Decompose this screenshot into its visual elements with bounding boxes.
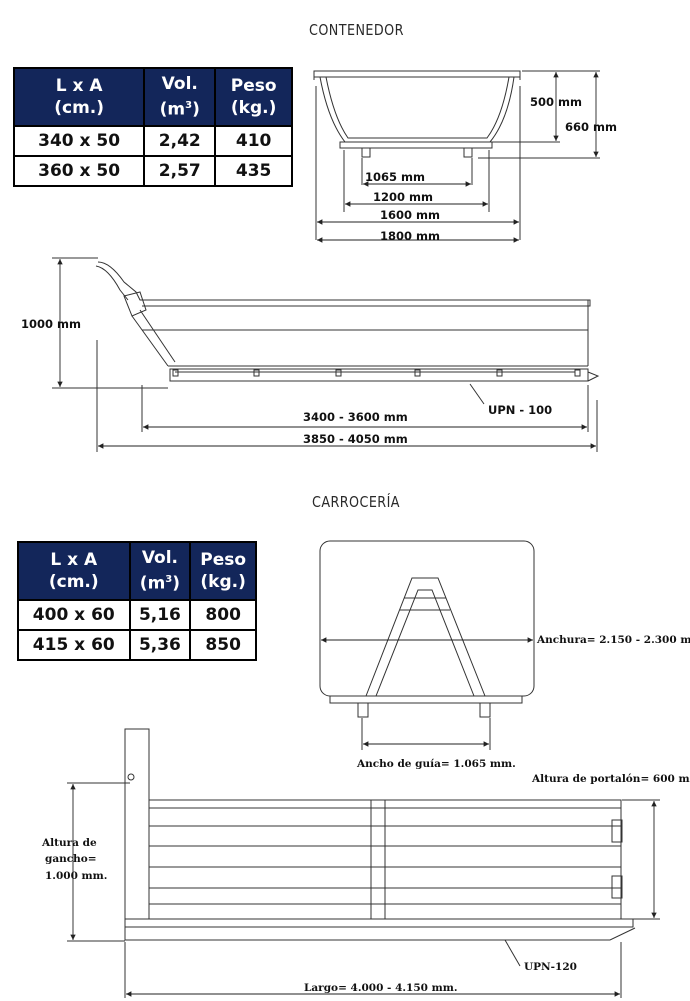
dimension-label-660: 660 mm	[565, 120, 617, 134]
leader-line-upn100	[469, 383, 485, 405]
column-header-volume: Vol.(m3)	[128, 541, 192, 601]
table-header-row: L x A(cm.) Vol.(m3) Peso(kg.)	[17, 541, 257, 601]
body-base-plate	[329, 695, 523, 704]
table-cell: 2,42	[143, 124, 217, 157]
container-base-plate	[339, 141, 493, 149]
guide-rail-left	[357, 702, 369, 718]
guide-rail-left	[361, 147, 371, 158]
altura-gancho-label-3: 1.000 mm.	[45, 870, 107, 882]
table-cell: 340 x 50	[12, 124, 146, 157]
table-row: 415 x 60 5,36 850	[17, 628, 257, 661]
carroceria-side-view: Altura de gancho= 1.000 mm. Altura de po…	[41, 728, 690, 998]
table-row: 360 x 50 2,57 435	[12, 154, 293, 187]
table-cell: 415 x 60	[17, 628, 131, 661]
upn100-rail	[169, 368, 589, 382]
hook-bracket	[123, 291, 147, 317]
table-cell: 400 x 60	[17, 598, 131, 631]
column-header-dimensions: L x A(cm.)	[17, 541, 131, 601]
dimension-label-3400-3600: 3400 - 3600 mm	[303, 410, 408, 424]
container-body-outline	[319, 76, 515, 143]
dimension-label-1800: 1800 mm	[380, 229, 440, 243]
container-front-slope	[131, 315, 169, 367]
anchura-label: Anchura= 2.150 - 2.300 mm.	[536, 634, 690, 646]
carroceria-title: CARROCERÍA	[312, 493, 400, 511]
table-cell: 800	[189, 598, 257, 631]
rail-support	[335, 369, 342, 377]
dimension-label-1600: 1600 mm	[380, 208, 440, 222]
table-row: 340 x 50 2,42 410	[12, 124, 293, 157]
dimension-label-1065: 1065 mm	[365, 170, 425, 184]
table-cell: 2,57	[143, 154, 217, 187]
upn100-label: UPN - 100	[488, 403, 552, 417]
container-inner-wall	[325, 76, 510, 139]
carroceria-spec-table: L x A(cm.) Vol.(m3) Peso(kg.) 400 x 60 5…	[17, 541, 257, 661]
carroceria-front-view: Anchura= 2.150 - 2.300 mm. Ancho de guía…	[319, 540, 690, 770]
rail-supports	[172, 369, 581, 377]
rail-support	[414, 369, 421, 377]
altura-gancho-label-1: Altura de	[41, 837, 97, 849]
column-header-weight: Peso(kg.)	[214, 67, 293, 127]
dimension-label-1200: 1200 mm	[373, 190, 433, 204]
dimension-label-500: 500 mm	[530, 95, 582, 109]
container-side-top	[97, 261, 591, 307]
column-header-weight: Peso(kg.)	[189, 541, 257, 601]
table-cell: 435	[214, 154, 293, 187]
dimension-label-1000: 1000 mm	[21, 317, 81, 331]
hook-frame-inner	[375, 589, 475, 697]
rail-support	[574, 369, 581, 377]
contenedor-side-view: 1000 mm 3400 - 3600 mm 3850 - 4050 mm UP…	[21, 257, 600, 452]
tailgate-hinge	[611, 875, 623, 899]
contenedor-spec-table: L x A(cm.) Vol.(m3) Peso(kg.) 340 x 50 2…	[12, 67, 293, 187]
dimension-label-3850-4050: 3850 - 4050 mm	[303, 432, 408, 446]
largo-label: Largo= 4.000 - 4.150 mm.	[304, 982, 457, 994]
leader-line-upn120	[504, 939, 521, 967]
column-header-dimensions: L x A(cm.)	[12, 67, 146, 127]
hook-eye	[127, 773, 135, 781]
guide-rail-right	[463, 147, 473, 158]
ancho-guia-label: Ancho de guía= 1.065 mm.	[356, 758, 516, 770]
container-front-slope-inner	[139, 309, 176, 363]
body-floor	[124, 918, 634, 928]
tailgate-hinge	[611, 819, 623, 843]
rail-support	[496, 369, 503, 377]
upn120-label: UPN-120	[524, 961, 577, 973]
center-post	[370, 799, 386, 920]
contenedor-title: CONTENEDOR	[309, 21, 404, 39]
altura-portalon-label: Altura de portalón= 600 mm.	[531, 773, 690, 785]
table-cell: 850	[189, 628, 257, 661]
guide-rail-right	[479, 702, 491, 718]
upn120-rail	[124, 927, 636, 941]
table-cell: 5,36	[128, 628, 192, 661]
hook-frame-outline	[365, 577, 486, 697]
table-row: 400 x 60 5,16 800	[17, 598, 257, 631]
table-cell: 5,16	[128, 598, 192, 631]
table-cell: 360 x 50	[12, 154, 146, 187]
body-front-outline	[319, 540, 535, 697]
rail-support	[172, 369, 179, 377]
column-header-volume: Vol.(m3)	[143, 67, 217, 127]
table-header-row: L x A(cm.) Vol.(m3) Peso(kg.)	[12, 67, 293, 127]
hook-post	[124, 728, 150, 920]
rail-support	[253, 369, 260, 377]
table-cell: 410	[214, 124, 293, 157]
altura-gancho-label-2: gancho=	[45, 853, 97, 865]
rail-end-cap	[587, 371, 600, 382]
hook-arm	[95, 265, 129, 301]
container-top-rim	[313, 70, 521, 78]
contenedor-front-view: 1065 mm 1200 mm 1600 mm 1800 mm 500 mm 6…	[313, 70, 617, 243]
